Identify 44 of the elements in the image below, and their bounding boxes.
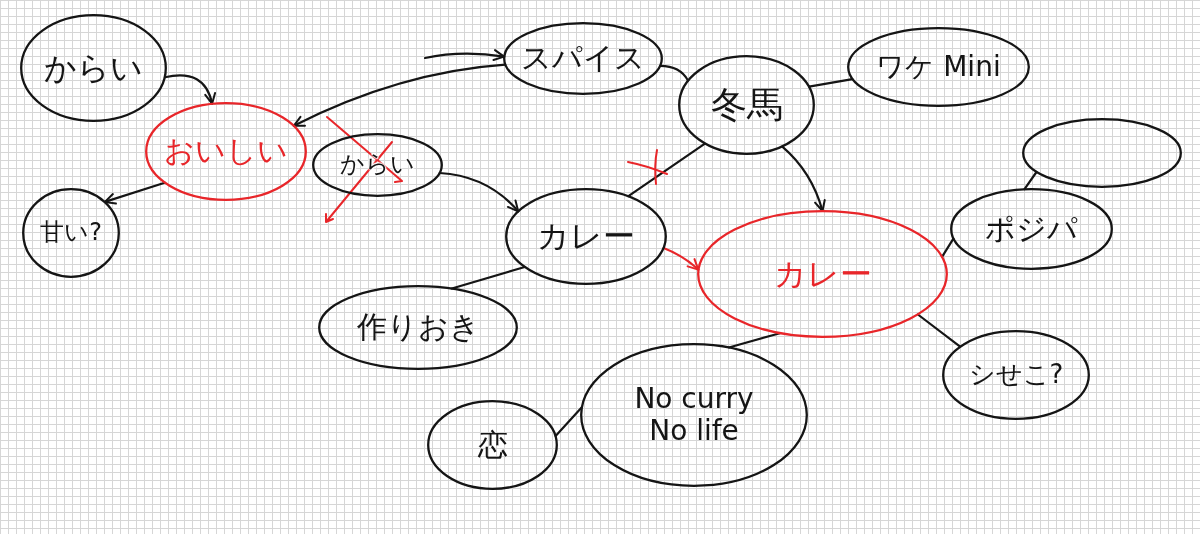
arrow [662, 246, 700, 271]
ellipse-node [942, 330, 1090, 420]
node-label: 甘い? [40, 219, 102, 247]
node-label: ポジパ [985, 211, 1078, 247]
node-label: 恋 [477, 427, 508, 463]
ellipse-node [22, 188, 120, 278]
connector-line [808, 78, 854, 88]
ellipse-node [312, 133, 443, 197]
ellipse-node [1022, 118, 1182, 188]
ellipse-node [20, 14, 167, 122]
connector-line [727, 332, 781, 349]
node-label: カレー [773, 255, 872, 293]
arrow [292, 63, 507, 127]
connector-line [627, 142, 706, 198]
ellipse-node [145, 102, 307, 201]
node-label: 作りおき [356, 310, 480, 345]
connector-line [659, 64, 690, 82]
node-label: ワケ Mini [876, 50, 1001, 84]
arrow [781, 145, 826, 213]
node-label: からい [44, 49, 143, 87]
arrow [163, 74, 216, 105]
node-label: おいしい [164, 134, 288, 169]
connector-line [941, 237, 955, 258]
connector-line [916, 313, 962, 348]
node-label: スパイス [521, 41, 645, 76]
node-label: シせこ? [968, 360, 1064, 390]
ellipse-node [697, 210, 948, 338]
arrow [438, 171, 520, 213]
ellipse-node [950, 188, 1113, 270]
ellipse-node [678, 55, 815, 155]
ellipse-node [318, 285, 518, 370]
connector-line [554, 406, 583, 437]
ellipse-node [580, 343, 808, 487]
node-label: No curry No life [633, 382, 755, 448]
connector-line [450, 265, 526, 290]
ellipse-node [505, 188, 667, 285]
node-label: カレー [537, 218, 635, 255]
ellipse-node [847, 27, 1030, 107]
ellipse-node [503, 22, 663, 95]
arrow [103, 181, 166, 205]
connector-line [1023, 170, 1038, 191]
node-label: 冬馬 [710, 84, 783, 126]
ellipse-node [427, 400, 558, 490]
arrow [423, 49, 506, 62]
